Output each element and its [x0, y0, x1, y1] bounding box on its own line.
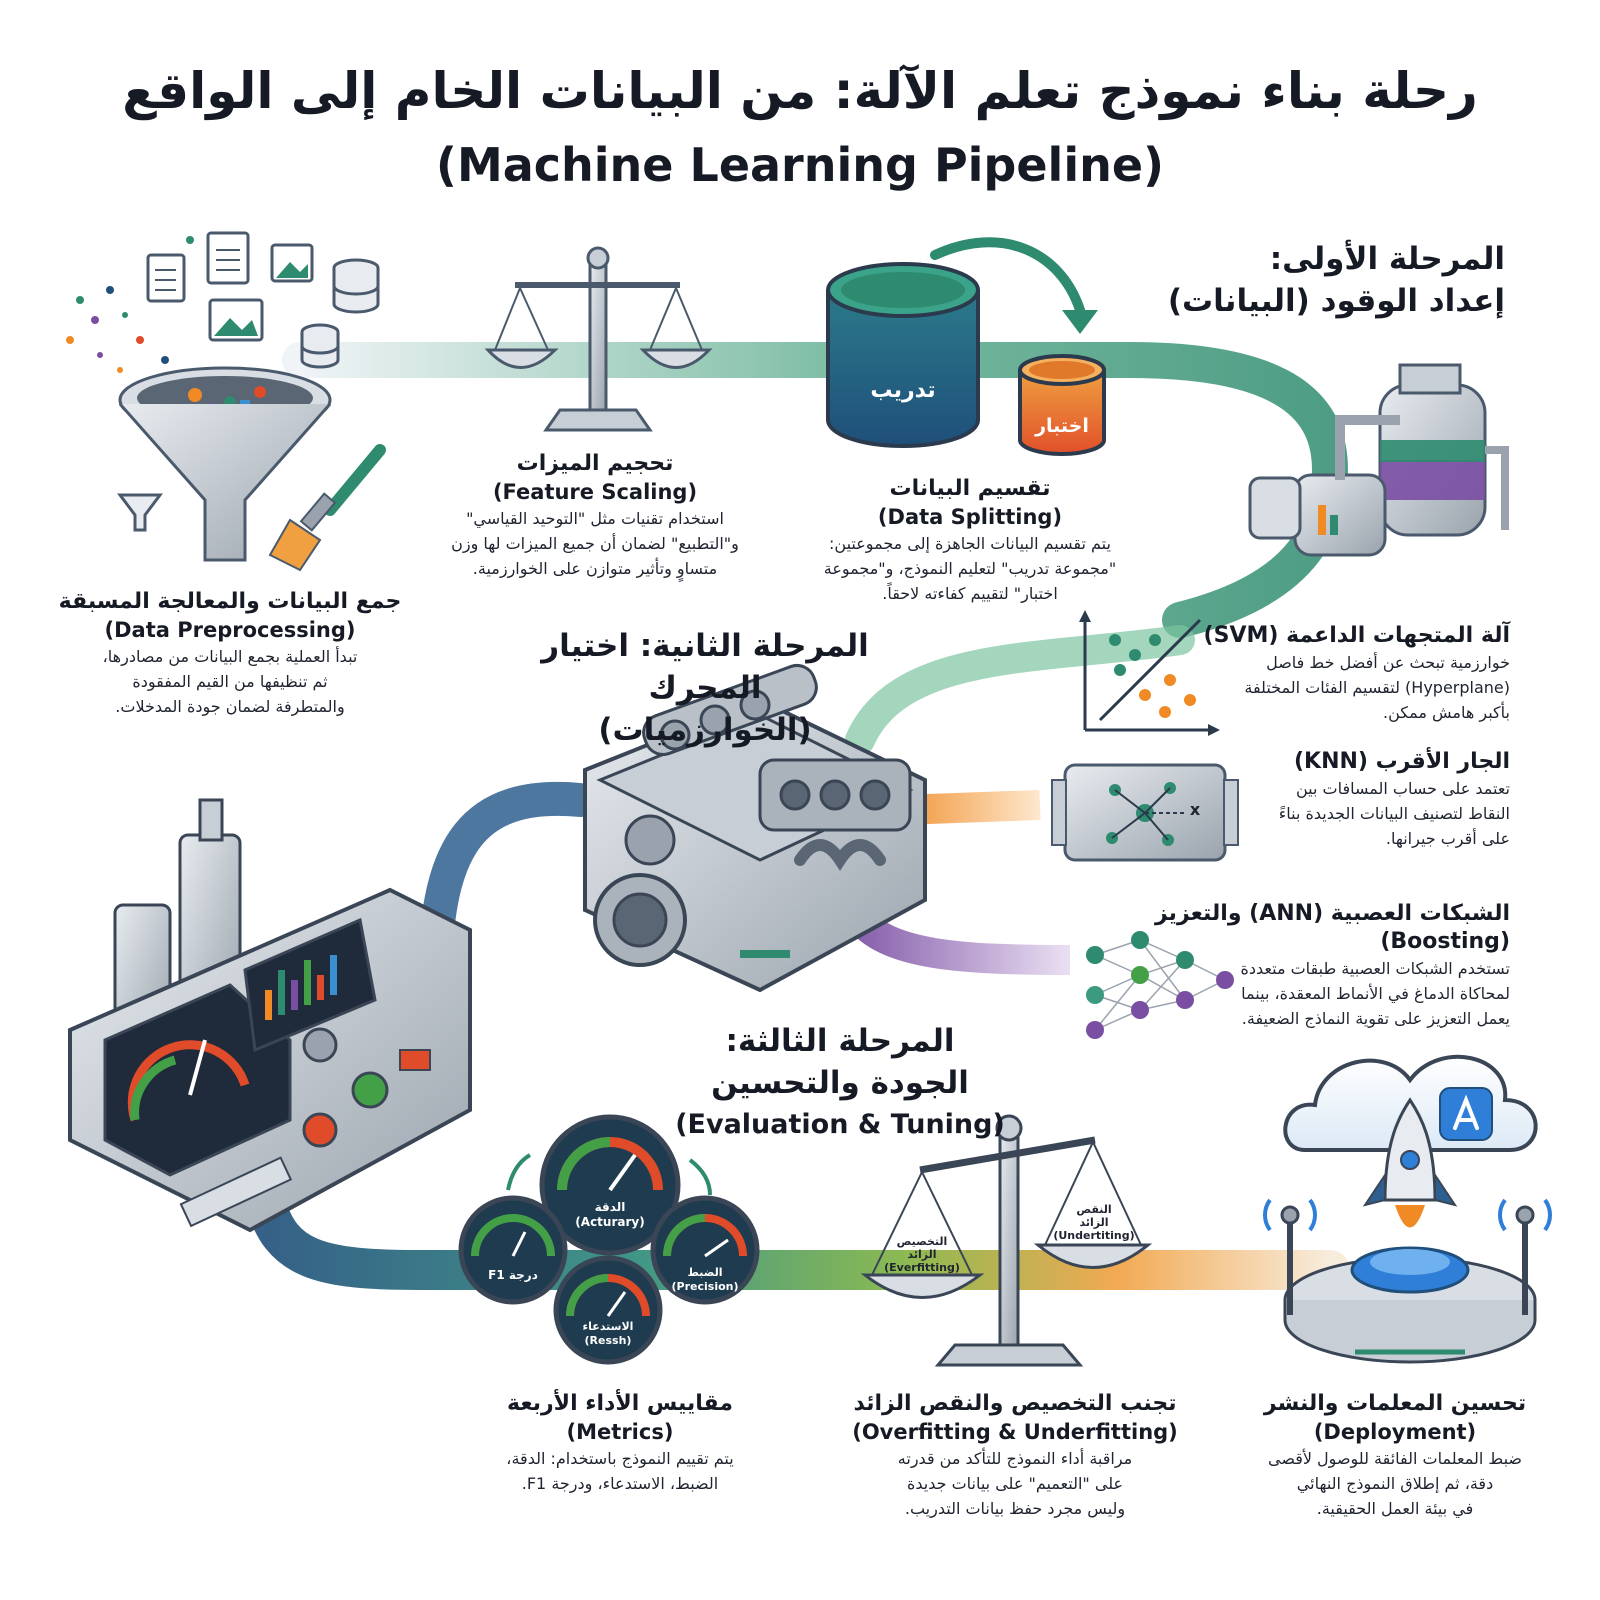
phase-1-heading: المرحلة الأولى: إعداد الوقود (البيانات)	[1085, 238, 1505, 322]
database-icon	[332, 258, 380, 314]
data-sources-icons	[66, 231, 380, 373]
gauge-precision-label: الضبط (Precision)	[671, 1266, 739, 1293]
step-description: خوارزمية تبحث عن أفضل خط فاصل (Hyperplan…	[1244, 653, 1510, 722]
step-metrics: مقاييس الأداء الأربعة (Metrics) يتم تقيي…	[450, 1390, 790, 1496]
gauge-f1-label: درجة F1	[488, 1268, 538, 1282]
step-title: تحجيم الميزات	[516, 451, 674, 476]
knn-new-point-label: x	[1189, 800, 1201, 819]
gauge-recall-label: الاستدعاء (Ressh)	[582, 1320, 634, 1347]
gauge-icon	[458, 1195, 568, 1305]
step-description: تعتمد على حساب المسافات بين النقاط لتصني…	[1278, 779, 1510, 848]
step-description: تبدأ العملية بجمع البيانات من مصادرها، ث…	[102, 647, 358, 716]
scatter-plot-icon	[1079, 610, 1220, 736]
arrow-icon	[930, 237, 1085, 315]
launch-pad-icon	[1283, 1246, 1537, 1364]
phase-1-line2: إعداد الوقود (البيانات)	[1167, 283, 1505, 319]
rocket-icon	[1362, 1097, 1458, 1228]
app-store-icon	[1439, 1087, 1493, 1141]
step-title: الجار الأقرب (KNN)	[1293, 749, 1510, 774]
step-subtitle: (Data Preprocessing)	[104, 618, 356, 642]
balance-scale-icon	[860, 1114, 1153, 1367]
neural-network-nodes	[1086, 931, 1234, 1039]
test-label: اختبار	[1035, 415, 1089, 437]
step-fitting: تجنب التخصيص والنقص الزائد (Overfitting …	[835, 1390, 1195, 1521]
step-subtitle: (Overfitting & Underfitting)	[852, 1420, 1178, 1444]
balance-scale-icon	[484, 246, 713, 432]
step-svm: آلة المتجهات الداعمة (SVM) خوارزمية تبحث…	[1190, 622, 1510, 725]
step-ann-boosting: الشبكات العصبية (ANN) والتعزيز (Boosting…	[1070, 900, 1510, 1031]
step-title: آلة المتجهات الداعمة (SVM)	[1203, 623, 1510, 648]
paint-brush-icon	[268, 444, 386, 572]
page-subtitle: (Machine Learning Pipeline)	[435, 138, 1165, 192]
step-title: تجنب التخصيص والنقص الزائد	[853, 1391, 1177, 1416]
underfitting-pan-label: النقص الزائد (Undertiting)	[1053, 1203, 1135, 1242]
step-description: مراقبة أداء النموذج للتأكد من قدرته على …	[897, 1449, 1133, 1518]
phase-3-line2: الجودة والتحسين	[711, 1065, 969, 1101]
step-description: تستخدم الشبكات العصبية طبقات متعددة لمحا…	[1240, 959, 1511, 1028]
step-title: تقسيم البيانات	[889, 476, 1051, 501]
gauge-icon	[506, 1114, 712, 1256]
gauge-accuracy-label: الدقة (Acturary)	[575, 1200, 645, 1229]
bottom-flow-band	[245, 1180, 1350, 1290]
document-icon	[206, 231, 250, 285]
gauge-icon	[650, 1195, 760, 1305]
step-title: جمع البيانات والمعالجة المسبقة	[58, 589, 402, 614]
step-deployment: تحسين المعلمات والنشر (Deployment) ضبط ا…	[1225, 1390, 1565, 1521]
overfitting-pan-label: التخصيص الزائد (Everfitting)	[884, 1235, 960, 1274]
step-title: مقاييس الأداء الأربعة	[507, 1391, 733, 1416]
step-description: استخدام تقنيات مثل "التوحيد القياسي" و"ا…	[451, 509, 739, 578]
phase-2-line2: (الخوارزميات)	[598, 712, 812, 748]
step-description: ضبط المعلمات الفائقة للوصول لأقصى دقة، ث…	[1267, 1449, 1523, 1518]
control-panel-icon	[68, 798, 472, 1233]
top-flow-band	[282, 342, 1349, 638]
gauge-icon	[553, 1255, 663, 1365]
phase-3-heading: المرحلة الثالثة: الجودة والتحسين (Evalua…	[660, 1020, 1020, 1146]
step-subtitle: (Data Splitting)	[877, 505, 1063, 529]
phase-2-line1: المرحلة الثانية: اختيار المحرك	[541, 628, 869, 706]
knn-node-icon	[1051, 763, 1239, 862]
step-data-splitting: تقسيم البيانات (Data Splitting) يتم تقسي…	[800, 475, 1140, 606]
step-feature-scaling: تحجيم الميزات (Feature Scaling) استخدام …	[425, 450, 765, 581]
document-icon	[146, 253, 186, 303]
database-icon	[300, 323, 340, 369]
step-subtitle: (Deployment)	[1313, 1420, 1477, 1444]
phase-3-line1: المرحلة الثالثة:	[725, 1023, 955, 1059]
svm-flow-band	[845, 625, 1195, 755]
step-preprocessing: جمع البيانات والمعالجة المسبقة (Data Pre…	[40, 588, 420, 719]
cylinder-icon	[1018, 354, 1106, 456]
step-title: تحسين المعلمات والنشر	[1263, 1391, 1527, 1416]
engine-icon	[583, 663, 927, 993]
phase-2-heading: المرحلة الثانية: اختيار المحرك (الخوارزم…	[480, 625, 930, 751]
lab-machine-icon	[1248, 363, 1509, 557]
page-title: رحلة بناء نموذج تعلم الآلة: من البيانات …	[122, 62, 1478, 120]
antenna-icon	[1263, 1198, 1552, 1315]
ann-flow-band	[848, 909, 1071, 975]
phase-3-line3: (Evaluation & Tuning)	[675, 1109, 1005, 1140]
phase-1-line1: المرحلة الأولى:	[1269, 241, 1505, 277]
train-label: تدريب	[870, 378, 936, 403]
funnel-icon	[117, 366, 332, 562]
step-title: الشبكات العصبية (ANN) والتعزيز (Boosting…	[1155, 901, 1510, 954]
cylinder-icon	[826, 262, 980, 448]
step-description: يتم تقسيم البيانات الجاهزة إلى مجموعتين:…	[823, 534, 1117, 603]
step-knn: الجار الأقرب (KNN) تعتمد على حساب المساف…	[1210, 748, 1510, 851]
step-description: يتم تقييم النموذج باستخدام: الدقة، الضبط…	[506, 1449, 734, 1493]
step-subtitle: (Feature Scaling)	[492, 480, 698, 504]
step-subtitle: (Metrics)	[566, 1420, 674, 1444]
